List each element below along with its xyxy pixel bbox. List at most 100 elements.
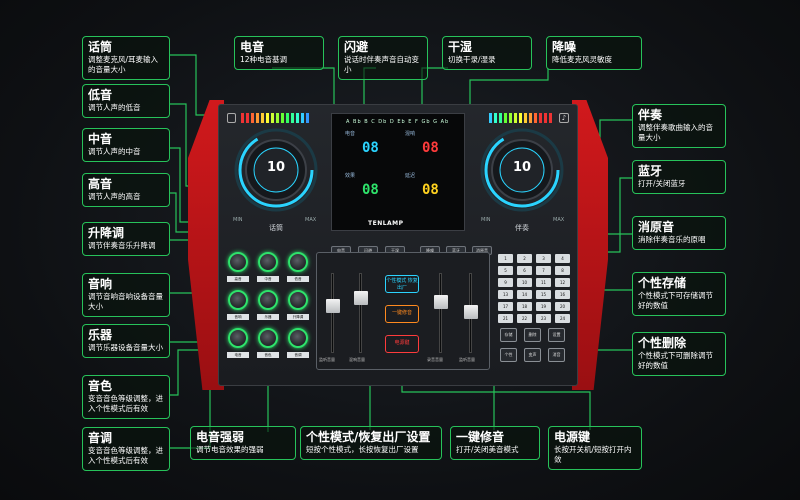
fader-label: 监听音量 <box>319 357 335 362</box>
sound-pad[interactable]: 23 <box>536 314 551 323</box>
music-note-icon: ♪ <box>559 113 569 123</box>
function-pad[interactable]: 个性 <box>500 348 517 362</box>
sound-pad[interactable]: 18 <box>517 302 532 311</box>
electro-strength-knob[interactable] <box>228 328 248 348</box>
fader-handle-2[interactable] <box>354 291 368 305</box>
fader-handle-3[interactable] <box>434 295 448 309</box>
fader-track <box>331 273 334 353</box>
sound-pad[interactable]: 12 <box>555 278 570 287</box>
callout-title: 个性删除 <box>638 336 687 350</box>
monitor-knob[interactable] <box>228 290 248 310</box>
knob-tag: 低音 <box>287 276 309 282</box>
sound-pad[interactable]: 13 <box>498 290 513 299</box>
callout-title: 音色 <box>88 379 113 393</box>
pitch-shift-knob[interactable] <box>288 290 308 310</box>
min-label: MIN <box>481 217 491 223</box>
knob-tag: 高音 <box>227 276 249 282</box>
instrument-knob[interactable] <box>258 290 278 310</box>
callout-title: 升降调 <box>88 226 125 240</box>
display-value: 08 <box>422 182 439 198</box>
sound-pad[interactable]: 19 <box>536 302 551 311</box>
callout-power: 电源键 长按开关机/短按打开内敛 <box>548 426 642 470</box>
mic-volume-knob[interactable]: 10 <box>233 127 319 213</box>
callout-desc: 调节乐器设备音量大小 <box>88 343 163 352</box>
timbre-knob[interactable] <box>258 328 278 348</box>
callout-title: 电音强弱 <box>196 430 245 444</box>
max-label: MAX <box>305 217 317 223</box>
sound-pad[interactable]: 20 <box>555 302 570 311</box>
callout-mid: 中音 调节人声的中音 <box>82 128 170 162</box>
sound-pad[interactable]: 1 <box>498 254 513 263</box>
callout-desc: 调节人声的低音 <box>88 103 141 112</box>
callout-desc: 调节电音效果的强弱 <box>196 445 264 454</box>
display-value: 08 <box>362 140 379 156</box>
sound-pad[interactable]: 16 <box>555 290 570 299</box>
tone-knob[interactable] <box>288 328 308 348</box>
mic-icon <box>227 113 236 123</box>
function-pad[interactable]: 删除 <box>524 328 541 342</box>
lcd-display: A Bb B C Db D Eb E F Gb G Ab 电音 08 混响 08… <box>331 113 465 231</box>
callout-title: 干湿 <box>448 40 473 54</box>
callout-desc: 长按开关机/短按打开内敛 <box>554 445 632 464</box>
callout-desc: 调整伴奏歌曲输入的音量大小 <box>638 123 713 142</box>
sound-pad[interactable]: 24 <box>555 314 570 323</box>
fader-handle-1[interactable] <box>326 299 340 313</box>
logo-icon: 10 <box>266 160 286 175</box>
callout-personal-mode: 个性模式/恢复出厂设置 短按个性模式，长按恢复出厂设置 <box>300 426 442 460</box>
knob-tag: 升降调 <box>287 314 309 320</box>
knob-tag: 中音 <box>257 276 279 282</box>
callout-desc: 调节音响音响设备音量大小 <box>88 292 163 311</box>
power-button[interactable]: 电源键 <box>385 335 419 353</box>
fader-label: 混响音量 <box>349 357 365 362</box>
callout-electro-strength: 电音强弱 调节电音效果的强弱 <box>190 426 296 460</box>
sound-pad[interactable]: 5 <box>498 266 513 275</box>
min-label: MIN <box>233 217 243 223</box>
brand-label: TENLAMP <box>368 220 404 227</box>
callout-desc: 变音音色等级调整，进入个性模式后有效 <box>88 394 163 413</box>
display-cap: 电音 <box>345 131 356 137</box>
treble-knob[interactable] <box>228 252 248 272</box>
knob-tag: 音调 <box>287 352 309 358</box>
callout-desc: 消除伴奏音乐的原唱 <box>638 235 706 244</box>
sound-pad[interactable]: 8 <box>555 266 570 275</box>
function-pad[interactable]: 变声 <box>524 348 541 362</box>
sound-pad[interactable]: 4 <box>555 254 570 263</box>
sound-pad[interactable]: 15 <box>536 290 551 299</box>
music-volume-knob[interactable]: 10 <box>479 127 565 213</box>
callout-dry-wet: 干湿 切换干录/湿录 <box>442 36 532 70</box>
one-key-tune-button[interactable]: 一键修音 <box>385 305 419 323</box>
display-value: 08 <box>362 182 379 198</box>
sound-pad[interactable]: 14 <box>517 290 532 299</box>
sound-pad[interactable]: 22 <box>517 314 532 323</box>
sound-pad[interactable]: 9 <box>498 278 513 287</box>
callout-personal-delete: 个性删除 个性模式下可删除调节好的数值 <box>632 332 726 376</box>
callout-one-key-tune: 一键修音 打开/关闭美音模式 <box>450 426 540 460</box>
sound-pad[interactable]: 21 <box>498 314 513 323</box>
sound-pad[interactable]: 11 <box>536 278 551 287</box>
function-pad[interactable]: 消音 <box>548 348 565 362</box>
callout-title: 蓝牙 <box>638 164 663 178</box>
display-cell-2: 混响 08 <box>402 130 458 174</box>
sound-pad[interactable]: 6 <box>517 266 532 275</box>
callout-title: 乐器 <box>88 328 113 342</box>
sound-pad[interactable]: 2 <box>517 254 532 263</box>
function-pad[interactable]: 存储 <box>500 328 517 342</box>
display-cell-1: 电音 08 <box>342 130 398 174</box>
sound-pad[interactable]: 10 <box>517 278 532 287</box>
mic-level-meter <box>241 113 309 123</box>
sound-pad[interactable]: 3 <box>536 254 551 263</box>
callout-desc: 12种电音基调 <box>240 55 288 64</box>
mid-knob[interactable] <box>258 252 278 272</box>
function-pad[interactable]: 设置 <box>548 328 565 342</box>
fader-handle-4[interactable] <box>464 305 478 319</box>
personal-mode-button[interactable]: 个性模式 恢复出厂 <box>385 275 419 293</box>
callout-timbre: 音色 变音音色等级调整，进入个性模式后有效 <box>82 375 170 419</box>
sound-pad[interactable]: 7 <box>536 266 551 275</box>
sound-pad[interactable]: 17 <box>498 302 513 311</box>
bass-knob[interactable] <box>288 252 308 272</box>
callout-instrument: 乐器 调节乐器设备音量大小 <box>82 324 170 358</box>
display-cap: 效果 <box>345 173 356 179</box>
callout-title: 闪避 <box>344 40 369 54</box>
